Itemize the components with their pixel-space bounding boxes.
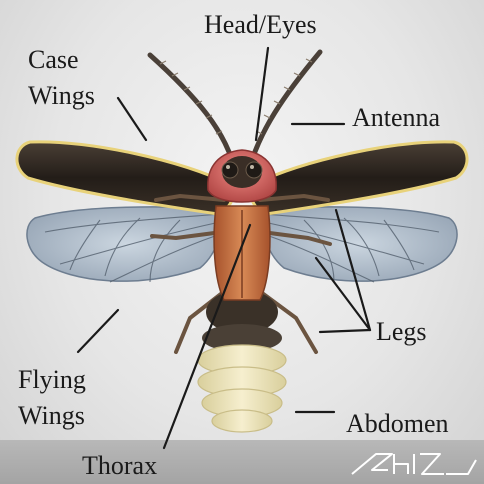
antennae (150, 52, 320, 160)
eye-right (246, 162, 262, 178)
case-wing-right (251, 142, 468, 214)
label-case-wings-line2: Wings (28, 82, 95, 110)
eye-left (222, 162, 238, 178)
flying-wing-left (27, 207, 225, 282)
leader-line-case-wings (118, 98, 146, 140)
abdomen-drawing (198, 290, 286, 432)
label-thorax: Thorax (82, 452, 157, 480)
case-wing-left (17, 142, 234, 214)
label-flying-wings: Flying Wings (18, 366, 86, 430)
label-case-wings-line1: Case (28, 46, 95, 74)
leader-line-flying-wings (78, 310, 118, 352)
label-antenna: Antenna (352, 104, 440, 132)
flying-wing-right (259, 207, 457, 282)
label-case-wings: Case Wings (28, 46, 95, 110)
label-head-eyes: Head/Eyes (204, 11, 317, 39)
label-legs: Legs (376, 318, 427, 346)
label-flying-wings-line1: Flying (18, 366, 86, 394)
label-flying-wings-line2: Wings (18, 402, 86, 430)
leader-line-legs-3 (320, 330, 370, 332)
artist-signature-logo (352, 454, 476, 474)
label-abdomen: Abdomen (346, 410, 449, 438)
